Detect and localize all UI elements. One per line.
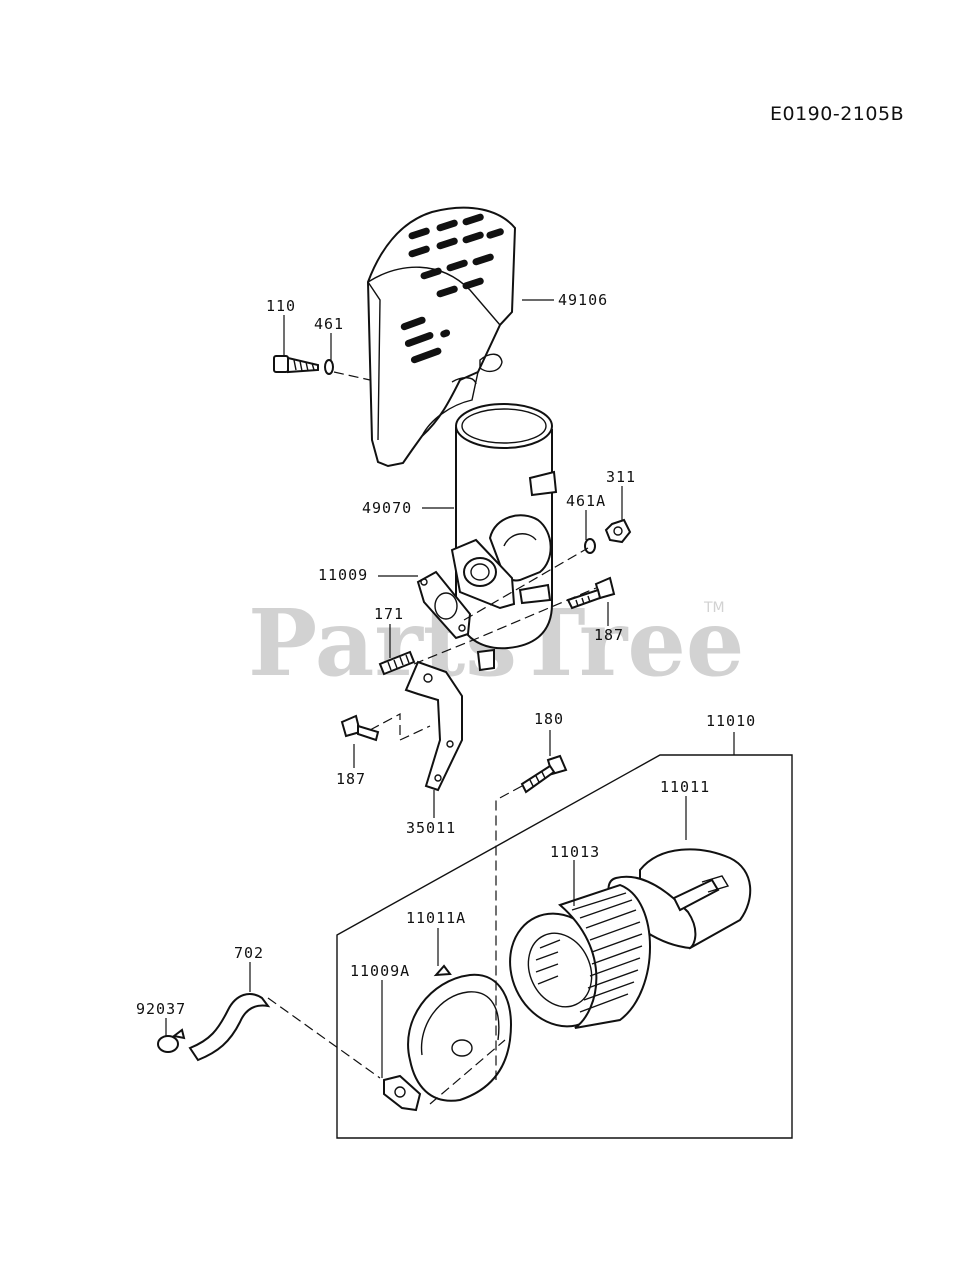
- bolt-187-right[interactable]: [566, 576, 616, 610]
- filter-element-11013[interactable]: [492, 883, 651, 1043]
- label-11011[interactable]: 11011: [660, 778, 710, 796]
- leader-lines: [165, 299, 735, 1078]
- watermark-trademark: TM: [703, 600, 725, 616]
- gasket-11009[interactable]: [416, 570, 472, 640]
- heat-shield-49106[interactable]: [366, 206, 517, 468]
- label-49106[interactable]: 49106: [558, 291, 608, 309]
- label-311[interactable]: 311: [606, 468, 636, 486]
- label-110[interactable]: 110: [266, 297, 296, 315]
- heat-shield-vent-slots: [400, 213, 504, 364]
- filter-pleats: [535, 892, 643, 1013]
- gasket-11009a[interactable]: [383, 1074, 422, 1112]
- label-171[interactable]: 171: [374, 605, 404, 623]
- label-11009a[interactable]: 11009A: [350, 962, 410, 980]
- label-49070[interactable]: 49070: [362, 499, 412, 517]
- label-11013[interactable]: 11013: [550, 843, 600, 861]
- label-187-left[interactable]: 187: [336, 770, 366, 788]
- label-11009[interactable]: 11009: [318, 566, 368, 584]
- label-35011[interactable]: 35011: [406, 819, 456, 837]
- label-702[interactable]: 702: [234, 944, 264, 962]
- label-11011a[interactable]: 11011A: [406, 909, 466, 927]
- label-187-right[interactable]: 187: [594, 626, 624, 644]
- label-180[interactable]: 180: [534, 710, 564, 728]
- air-cleaner-assembly-box-11010: [336, 754, 793, 1139]
- washer-461a[interactable]: [584, 538, 596, 554]
- bolt-110[interactable]: [273, 355, 319, 374]
- hose-702[interactable]: [188, 993, 271, 1062]
- label-92037[interactable]: 92037: [136, 1000, 186, 1018]
- label-461a[interactable]: 461A: [566, 492, 606, 510]
- bolt-187-left[interactable]: [340, 714, 380, 742]
- diagram-code: E0190-2105B: [770, 103, 904, 125]
- part-labels: 49106 110 461 49070 311 461A 11009 171 1…: [136, 291, 756, 1018]
- assembly-lines: [267, 371, 597, 1105]
- nut-311[interactable]: [604, 518, 632, 544]
- clamp-92037[interactable]: [157, 1028, 186, 1053]
- bracket-35011[interactable]: [404, 660, 463, 792]
- base-11011a[interactable]: [407, 964, 512, 1102]
- label-461[interactable]: 461: [314, 315, 344, 333]
- bolt-180[interactable]: [520, 754, 568, 794]
- stud-171[interactable]: [378, 650, 416, 676]
- washer-461[interactable]: [324, 359, 334, 375]
- label-11010[interactable]: 11010: [706, 712, 756, 730]
